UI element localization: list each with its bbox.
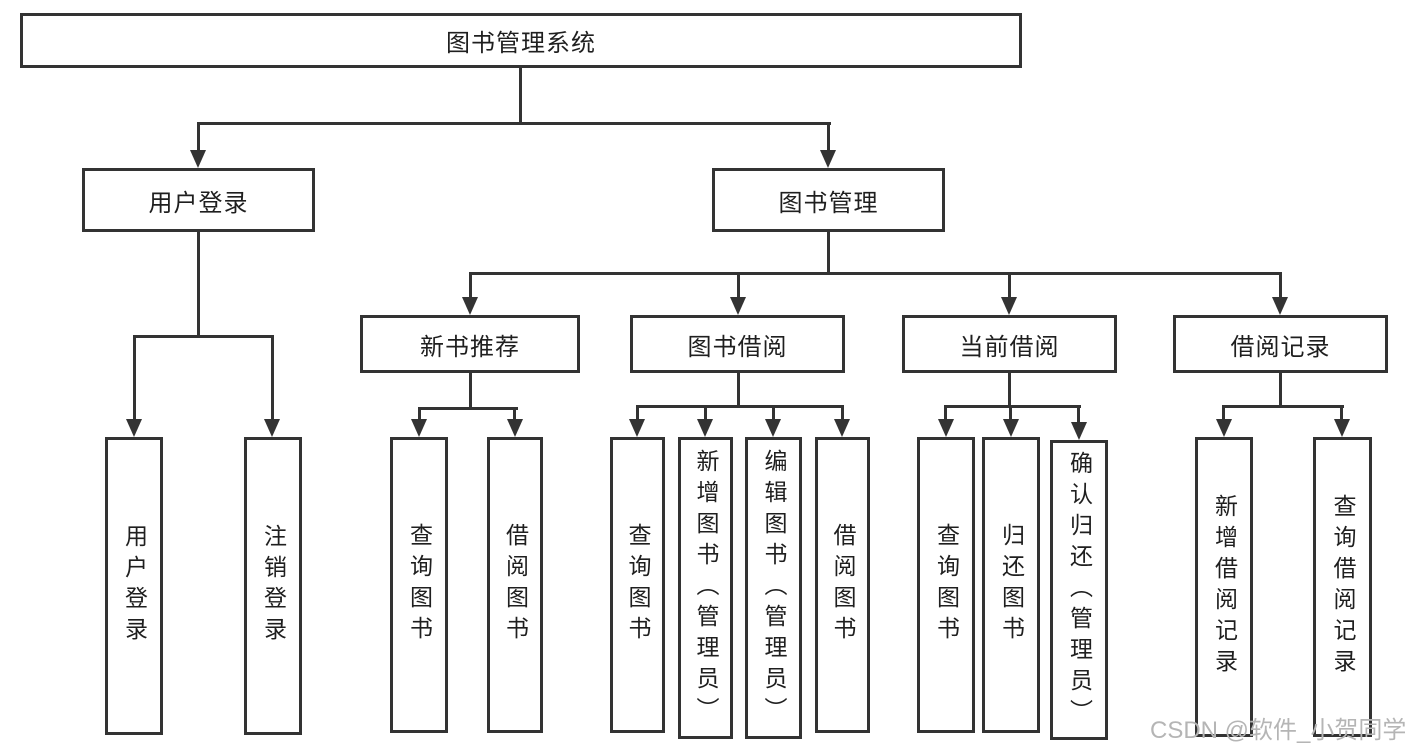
leaf-bb-edit-book-admin-label: 编辑图书（管理员） — [761, 448, 787, 728]
leaf-br-query-borrow-record-label: 查询借阅记录 — [1330, 494, 1356, 680]
node-new-book-recommendation: 新书推荐 — [360, 315, 580, 373]
leaf-cb-query-books: 查询图书 — [917, 437, 975, 733]
arrow-down-icon — [1216, 419, 1232, 437]
arrow-down-icon — [1003, 419, 1019, 437]
connector-vline — [469, 373, 472, 407]
connector-vline — [827, 122, 830, 152]
arrow-down-icon — [1272, 297, 1288, 315]
connector-hline — [133, 335, 274, 338]
leaf-bb-query-books-label: 查询图书 — [625, 523, 651, 647]
connector-vline — [133, 335, 136, 420]
connector-hline — [944, 405, 1081, 408]
connector-vline — [1077, 405, 1080, 423]
leaf-br-query-borrow-record: 查询借阅记录 — [1313, 437, 1372, 737]
connector-vline — [841, 405, 844, 420]
node-book-borrowing: 图书借阅 — [630, 315, 845, 373]
connector-vline — [1008, 373, 1011, 405]
connector-vline — [197, 122, 200, 152]
connector-hline — [469, 272, 1282, 275]
leaf-nbr-borrow-books-label: 借阅图书 — [502, 523, 529, 647]
arrow-down-icon — [462, 297, 478, 315]
leaf-bb-borrow-books-label: 借阅图书 — [830, 523, 856, 647]
connector-vline — [271, 335, 274, 420]
connector-hline — [636, 405, 844, 408]
connector-hline — [1222, 405, 1344, 408]
leaf-cb-confirm-return-admin: 确认归还（管理员） — [1050, 440, 1108, 740]
leaf-cb-query-books-label: 查询图书 — [933, 523, 960, 647]
node-library-management-system: 图书管理系统 — [20, 13, 1022, 68]
leaf-bb-add-book-admin-label: 新增图书（管理员） — [693, 448, 719, 728]
leaf-nbr-query-books: 查询图书 — [390, 437, 448, 733]
connector-vline — [469, 272, 472, 299]
leaf-bb-query-books: 查询图书 — [610, 437, 665, 733]
arrow-down-icon — [1334, 419, 1350, 437]
leaf-bb-add-book-admin: 新增图书（管理员） — [678, 437, 733, 739]
connector-hline — [197, 122, 831, 125]
node-book-management: 图书管理 — [712, 168, 945, 232]
leaf-nbr-query-books-label: 查询图书 — [406, 523, 433, 647]
connector-vline — [772, 405, 775, 420]
watermark: CSDN @软件_小贺同学 — [1150, 717, 1405, 744]
arrow-down-icon — [834, 419, 850, 437]
connector-vline — [1009, 405, 1012, 420]
arrow-down-icon — [1001, 297, 1017, 315]
arrow-down-icon — [126, 419, 142, 437]
leaf-br-add-borrow-record: 新增借阅记录 — [1195, 437, 1253, 737]
connector-vline — [737, 373, 740, 405]
connector-vline — [1222, 405, 1225, 420]
connector-vline — [197, 232, 200, 335]
leaf-br-add-borrow-record-label: 新增借阅记录 — [1211, 494, 1238, 680]
connector-hline — [418, 407, 518, 410]
arrow-down-icon — [411, 419, 427, 437]
connector-vline — [636, 405, 639, 420]
leaf-nbr-borrow-books: 借阅图书 — [487, 437, 543, 733]
arrow-down-icon — [1071, 422, 1087, 440]
arrow-down-icon — [507, 419, 523, 437]
leaf-bb-edit-book-admin: 编辑图书（管理员） — [745, 437, 802, 739]
leaf-user-login: 用户登录 — [105, 437, 163, 735]
connector-vline — [827, 232, 830, 272]
connector-vline — [704, 405, 707, 420]
connector-vline — [1008, 272, 1011, 299]
arrow-down-icon — [264, 419, 280, 437]
arrow-down-icon — [938, 419, 954, 437]
connector-vline — [737, 272, 740, 299]
leaf-logout-label: 注销登录 — [260, 524, 287, 648]
arrow-down-icon — [629, 419, 645, 437]
node-current-borrowing: 当前借阅 — [902, 315, 1117, 373]
arrow-down-icon — [730, 297, 746, 315]
connector-vline — [418, 407, 421, 420]
arrow-down-icon — [820, 150, 836, 168]
arrow-down-icon — [697, 419, 713, 437]
connector-vline — [519, 68, 522, 122]
leaf-cb-return-books-label: 归还图书 — [998, 523, 1025, 647]
leaf-logout: 注销登录 — [244, 437, 302, 735]
connector-vline — [1279, 373, 1282, 405]
leaf-user-login-label: 用户登录 — [121, 524, 148, 648]
node-borrowing-records: 借阅记录 — [1173, 315, 1388, 373]
leaf-cb-return-books: 归还图书 — [982, 437, 1040, 733]
leaf-cb-confirm-return-admin-label: 确认归还（管理员） — [1066, 450, 1093, 730]
arrow-down-icon — [190, 150, 206, 168]
leaf-bb-borrow-books: 借阅图书 — [815, 437, 870, 733]
node-user-login: 用户登录 — [82, 168, 315, 232]
connector-vline — [513, 407, 516, 420]
connector-vline — [1340, 405, 1343, 420]
arrow-down-icon — [765, 419, 781, 437]
connector-vline — [944, 405, 947, 420]
connector-vline — [1279, 272, 1282, 299]
